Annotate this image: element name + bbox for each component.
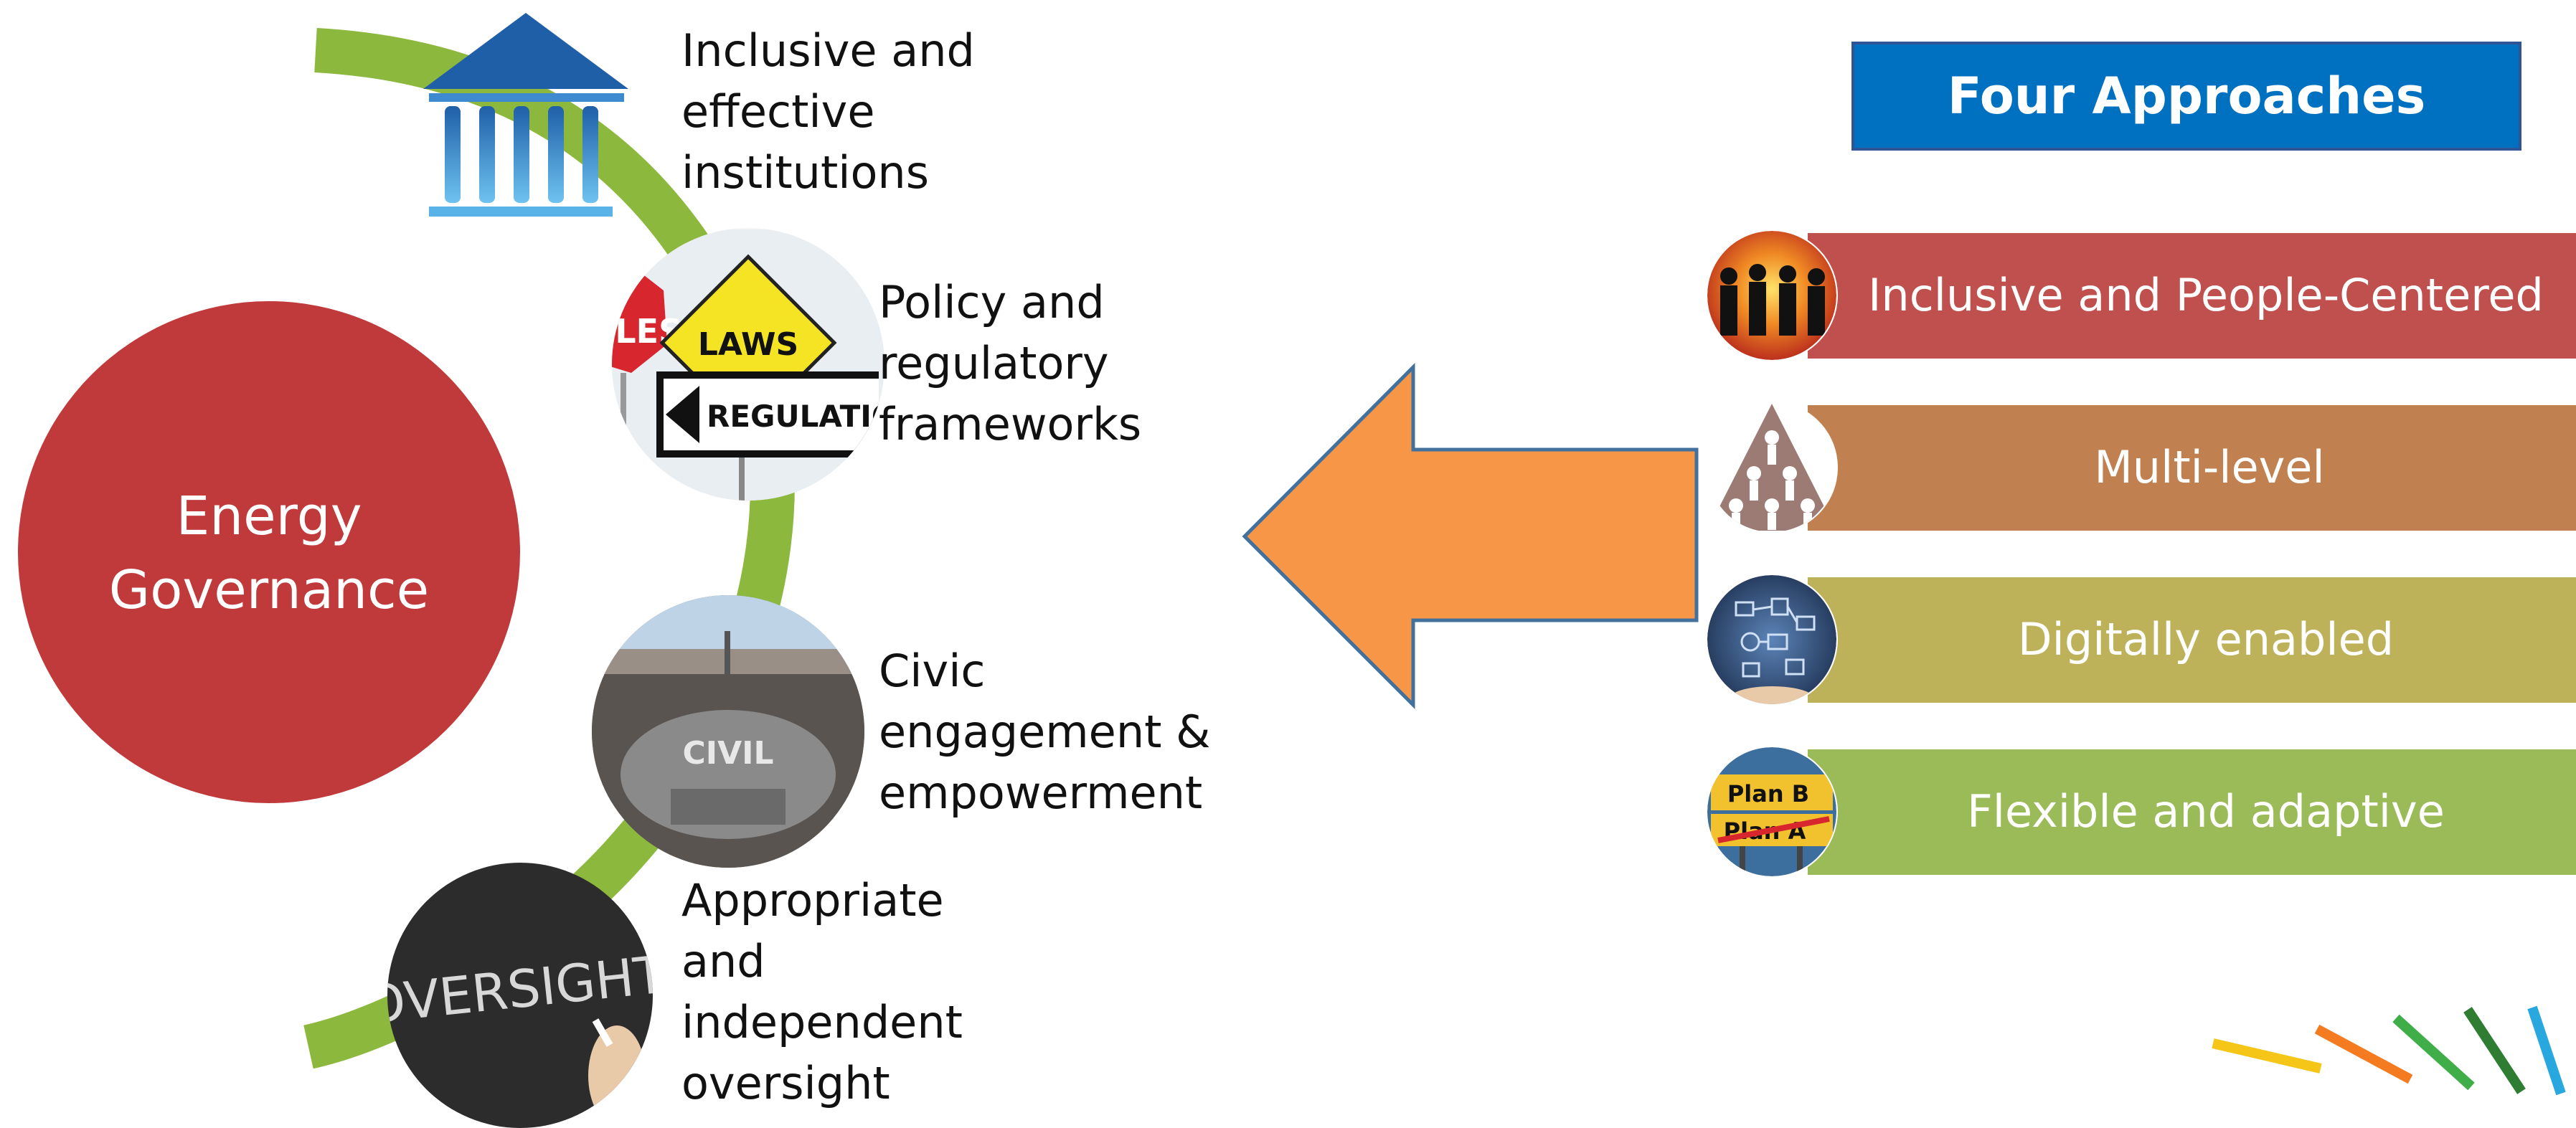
sign-regulations-text: REGULATIO bbox=[707, 399, 897, 434]
civil-badge-text: CIVIL bbox=[682, 735, 773, 772]
pillar-label-institutions: Inclusive and effective institutions bbox=[681, 24, 975, 199]
digital-network-icon bbox=[1707, 575, 1836, 704]
svg-text:empowerment: empowerment bbox=[879, 767, 1202, 819]
svg-text:Policy and: Policy and bbox=[879, 276, 1105, 328]
approach-label: Multi-level bbox=[2094, 441, 2324, 493]
approach-item-2: Multi-level bbox=[1706, 402, 2576, 534]
svg-text:independent: independent bbox=[681, 996, 963, 1048]
approach-label: Inclusive and People-Centered bbox=[1868, 269, 2544, 321]
approach-item-1: Inclusive and People-Centered bbox=[1706, 229, 2576, 361]
svg-text:regulatory: regulatory bbox=[879, 337, 1109, 389]
brand-strokes-logo bbox=[2212, 1005, 2566, 1096]
rules-laws-regulations-sign-icon: ULES LAWS REGULATIO bbox=[612, 228, 897, 501]
svg-text:institutions: institutions bbox=[681, 146, 929, 199]
svg-text:Civic: Civic bbox=[879, 645, 986, 697]
four-approaches-title: Four Approaches bbox=[1851, 42, 2521, 151]
svg-text:oversight: oversight bbox=[681, 1057, 890, 1109]
approach-item-4: Plan B Plan A Flexible and adaptive bbox=[1706, 746, 2576, 878]
sign-laws-text: LAWS bbox=[698, 326, 798, 363]
people-group-icon bbox=[1707, 231, 1836, 360]
plan-b-plan-a-sign-icon: Plan B Plan A bbox=[1707, 747, 1836, 876]
plan-b-text: Plan B bbox=[1727, 780, 1809, 807]
pillar-label-oversight: Appropriate and independent oversight bbox=[681, 874, 963, 1109]
pillar-label-policy: Policy and regulatory frameworks bbox=[879, 276, 1141, 450]
pillar-label-civic: Civic engagement & empowerment bbox=[879, 645, 1211, 819]
svg-text:frameworks: frameworks bbox=[879, 398, 1141, 450]
approach-label: Digitally enabled bbox=[2018, 613, 2394, 665]
hub-title-line1: Energy bbox=[176, 485, 362, 547]
civil-crowd-square-icon: CIVIL bbox=[592, 595, 864, 868]
energy-governance-hub: Energy Governance bbox=[18, 301, 520, 803]
svg-text:engagement &: engagement & bbox=[879, 706, 1211, 758]
approach-label: Flexible and adaptive bbox=[1967, 785, 2445, 838]
chalkboard-oversight-icon: OVERSIGHT bbox=[387, 863, 653, 1128]
svg-text:Appropriate: Appropriate bbox=[681, 874, 944, 926]
four-approaches-title-text: Four Approaches bbox=[1948, 67, 2426, 125]
institution-icon bbox=[423, 13, 628, 217]
svg-text:Inclusive and: Inclusive and bbox=[681, 24, 975, 77]
approach-item-3: Digitally enabled bbox=[1706, 574, 2576, 706]
svg-text:and: and bbox=[681, 935, 765, 987]
svg-text:effective: effective bbox=[681, 85, 874, 138]
hub-title-line2: Governance bbox=[109, 559, 429, 621]
left-arrow-shape bbox=[1242, 362, 1699, 710]
hierarchy-people-icon bbox=[1707, 403, 1836, 532]
